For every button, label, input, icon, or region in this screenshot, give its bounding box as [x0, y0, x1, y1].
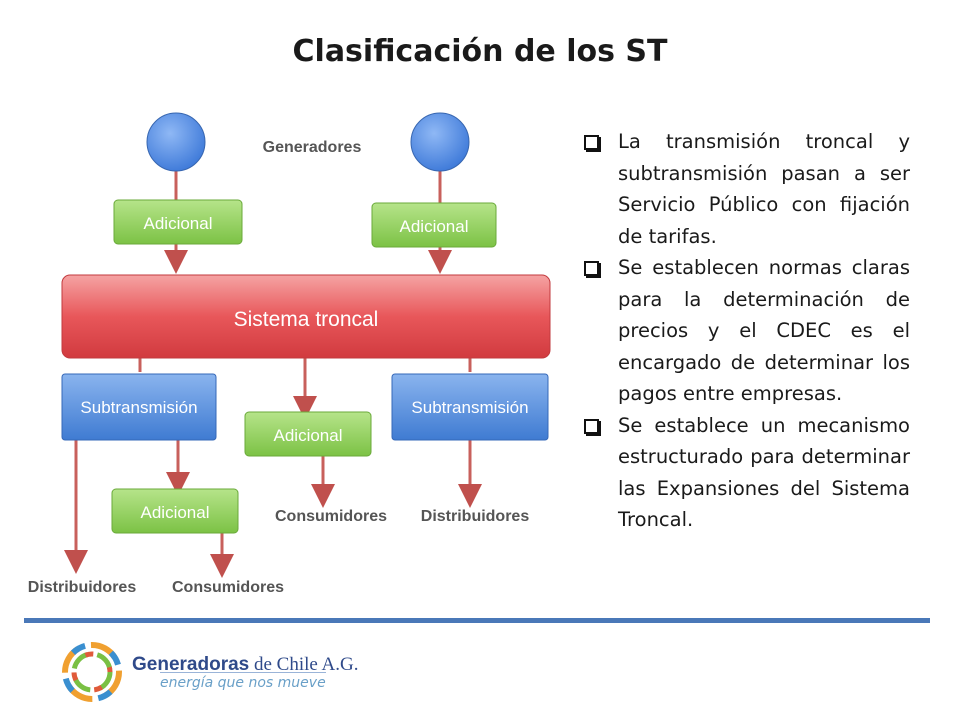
generator-node-1	[146, 112, 206, 172]
adicional-label-3: Adicional	[274, 426, 343, 445]
brand-tagline: energía que nos mueve	[160, 675, 326, 691]
distribuidores-label-2: Distribuidores	[421, 508, 530, 525]
bullet-text: Se establecen normas claras para la dete…	[618, 256, 910, 405]
distribuidores-label-1: Distribuidores	[28, 579, 137, 596]
generadores-label: Generadores	[263, 139, 362, 156]
sistema-troncal-label: Sistema troncal	[234, 308, 379, 331]
brand-name: Generadoras de Chile A.G.	[132, 654, 358, 676]
bullet-text: La transmisión troncal y subtransmisión …	[618, 130, 910, 248]
bullet-item: Se establecen normas claras para la dete…	[582, 252, 910, 410]
sistema-troncal-box	[61, 274, 551, 359]
checkbox-bullet-icon	[584, 261, 599, 276]
subtransmision-label-1: Subtransmisión	[80, 398, 197, 417]
adicional-box-1	[113, 199, 243, 245]
adicional-box-2	[371, 202, 497, 248]
subtransmision-box-1	[61, 373, 217, 441]
footer-divider	[24, 618, 930, 623]
subtransmision-box-2	[391, 373, 549, 441]
checkbox-bullet-icon	[584, 418, 599, 434]
adicional-label-2: Adicional	[400, 217, 469, 236]
bullet-text: Se establece un mecanismo estructurado p…	[618, 413, 910, 532]
adicional-label-1: Adicional	[144, 214, 213, 233]
adicional-box-4	[111, 488, 239, 534]
brand-name-bold: Generadoras	[132, 654, 250, 675]
adicional-box-3	[244, 411, 372, 457]
transmission-diagram: Generadores Adicional Adicional Sistema …	[28, 112, 551, 596]
generadoras-logo-icon	[62, 642, 122, 702]
bullet-list: La transmisión troncal y subtransmisión …	[582, 126, 910, 536]
consumidores-label-2: Consumidores	[172, 579, 284, 596]
slide-title: Clasificación de los ST	[292, 34, 668, 69]
brand-underline	[160, 672, 326, 673]
checkbox-bullet-icon	[584, 135, 599, 150]
brand-name-rest: de Chile A.G.	[249, 654, 359, 675]
consumidores-label-1: Consumidores	[275, 508, 387, 525]
bullet-item: La transmisión troncal y subtransmisión …	[582, 126, 910, 252]
generator-node-2	[410, 112, 470, 172]
subtransmision-label-2: Subtransmisión	[411, 398, 528, 417]
bullet-item: Se establece un mecanismo estructurado p…	[582, 410, 910, 536]
adicional-label-4: Adicional	[141, 503, 210, 522]
